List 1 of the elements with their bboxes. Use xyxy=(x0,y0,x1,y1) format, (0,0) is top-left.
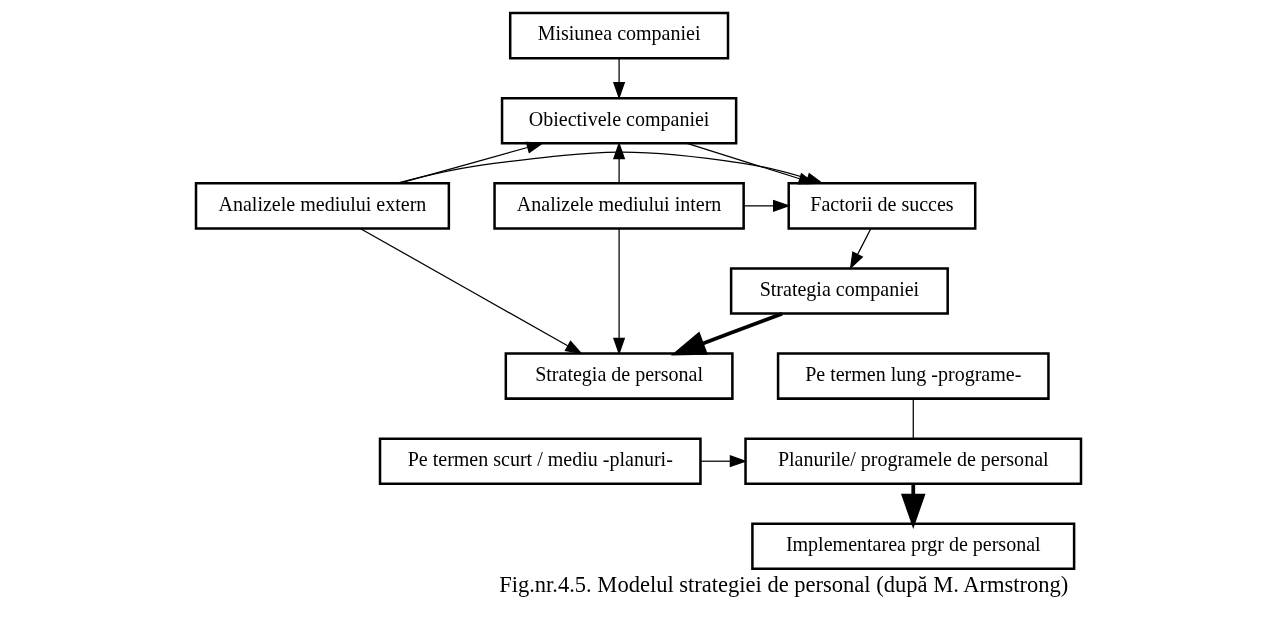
caption: Fig.nr.4.5. Modelul strategiei de personal (după M. Armstrong) xyxy=(498,571,1068,597)
